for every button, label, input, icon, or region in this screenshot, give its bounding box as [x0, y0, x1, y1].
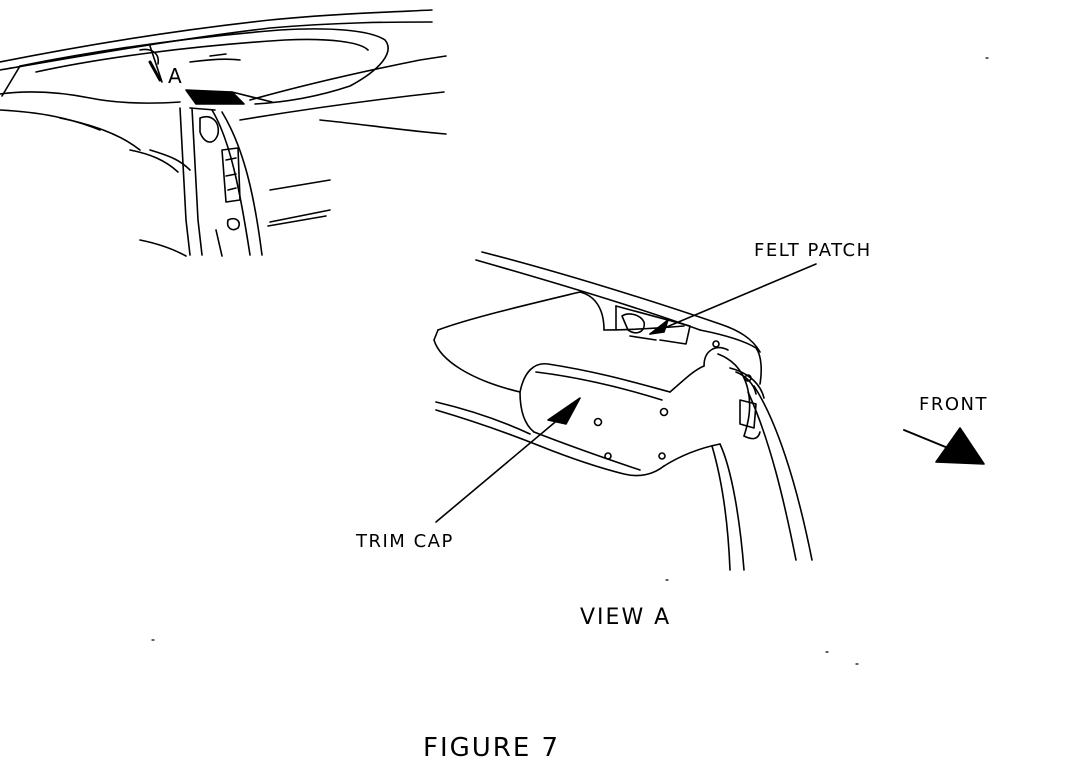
- overview-car-sketch: [0, 9, 447, 257]
- figure-caption: FIGURE 7: [423, 733, 561, 763]
- view-a-assembly: [433, 251, 817, 571]
- trim-cap-label: TRIM CAP: [356, 531, 454, 552]
- trim-cap-arrowhead: [547, 397, 581, 425]
- front-arrow-icon: [903, 427, 985, 465]
- felt-patch-label: FELT PATCH: [754, 240, 872, 261]
- view-a-title: VIEW A: [580, 605, 672, 630]
- trim-cap-leader: [435, 417, 561, 523]
- callout-a-label: A: [168, 64, 183, 88]
- felt-patch-leader: [649, 263, 817, 335]
- front-label: FRONT: [919, 394, 988, 415]
